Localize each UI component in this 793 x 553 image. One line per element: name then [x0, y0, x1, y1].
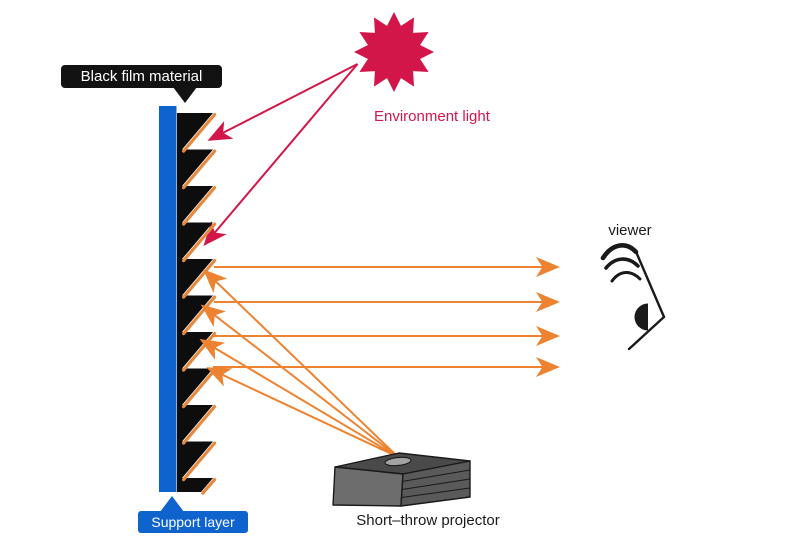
black-film-label-text: Black film material [80, 68, 203, 85]
projector-ray [203, 269, 399, 458]
black-film-label: Black film material [61, 65, 222, 88]
projector-ray [199, 338, 399, 458]
projector-ray [206, 367, 399, 458]
viewer-label: viewer [608, 222, 652, 239]
support-layer-label-pointer [160, 496, 184, 512]
tooth-reflective-edges [182, 113, 217, 495]
black-film-label-pointer [173, 87, 197, 103]
environment-ray [203, 63, 359, 247]
projector-box-icon [332, 452, 471, 507]
projector-rays [199, 269, 399, 458]
reflected-rays [213, 257, 560, 377]
environment-light-rays [203, 63, 359, 247]
support-layer-label-text: Support layer [151, 514, 235, 530]
black-film-sawtooth [177, 113, 213, 492]
environment-ray [207, 63, 358, 141]
support-layer-bar [159, 106, 177, 492]
projector-label: Short–throw projector [356, 512, 500, 529]
eye-profile-icon [600, 243, 666, 351]
sun-burst-icon [354, 12, 434, 92]
environment-light-label: Environment light [374, 108, 490, 125]
projector-ray [200, 304, 399, 458]
support-layer-label: Support layer [138, 511, 248, 533]
projector-lens [384, 456, 412, 467]
